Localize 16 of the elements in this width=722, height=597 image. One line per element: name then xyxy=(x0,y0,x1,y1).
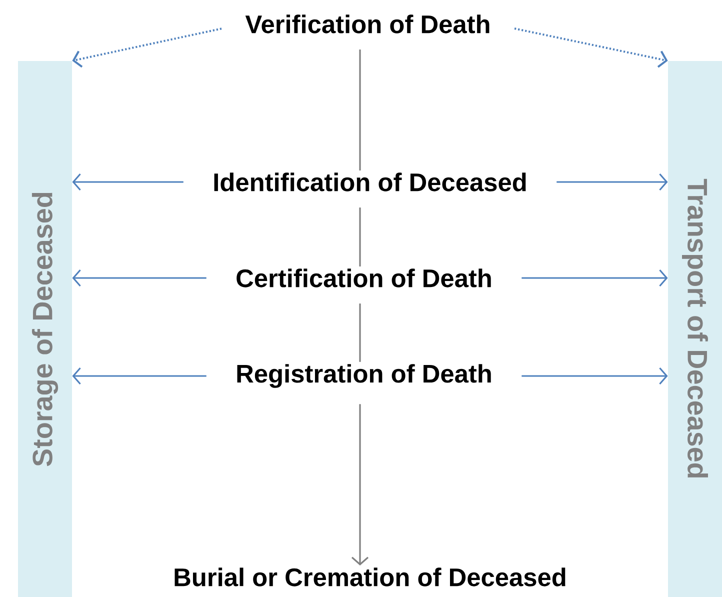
side-band: Storage of Deceased xyxy=(18,61,72,597)
arrow xyxy=(72,367,206,385)
step-label: Identification of Deceased xyxy=(214,172,526,192)
arrow xyxy=(72,28,222,68)
arrow xyxy=(72,269,206,287)
arrow xyxy=(514,28,668,68)
side-band: Transport of Deceased xyxy=(668,61,722,597)
step-label: Verification of Death xyxy=(245,14,490,34)
arrow xyxy=(556,173,668,191)
step-label: Burial or Cremation of Deceased xyxy=(174,568,566,586)
step-label: Certification of Death xyxy=(236,268,491,288)
arrow xyxy=(522,269,668,287)
step-label: Registration of Death xyxy=(237,364,491,388)
arrow xyxy=(72,173,184,191)
arrow xyxy=(522,367,668,385)
arrow xyxy=(351,404,369,566)
